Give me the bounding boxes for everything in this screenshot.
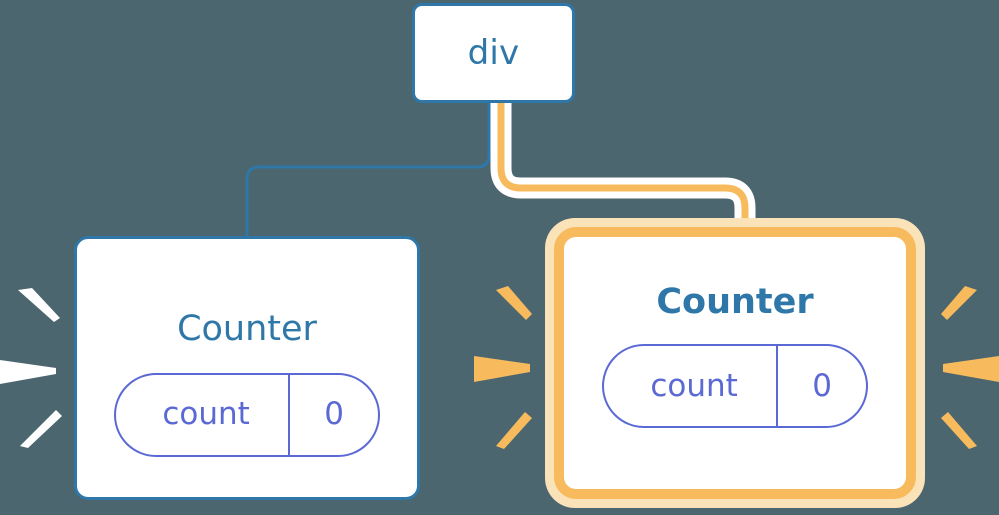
edge-div-to-counter-left [245, 103, 491, 236]
state-pill-counter-left: count 0 [114, 372, 380, 457]
burst-ray-right-box-left-top [494, 286, 534, 324]
edge-div-to-counter-right [497, 103, 749, 232]
state-key-count: count [604, 346, 779, 426]
burst-ray-right-box-right-top [939, 286, 979, 324]
burst-ray-left-bottom [18, 410, 64, 450]
node-div-label: div [467, 33, 520, 73]
state-key-count: count [116, 374, 291, 455]
state-value-count: 0 [324, 396, 344, 432]
edge-div-to-counter-right-halo [490, 103, 756, 232]
node-counter-left[interactable]: Counter count 0 [74, 236, 420, 500]
burst-ray-left-top [16, 288, 62, 328]
burst-ray-right-box-right-bottom [939, 412, 979, 450]
node-counter-right[interactable]: Counter count 0 [545, 218, 925, 508]
state-value-count: 0 [812, 367, 832, 404]
burst-ray-left-middle [0, 356, 58, 388]
burst-ray-right-box-left-bottom [494, 412, 534, 450]
burst-ray-right-box-right-middle [941, 352, 999, 386]
node-counter-right-label: Counter [656, 282, 814, 322]
node-div[interactable]: div [412, 3, 575, 103]
state-pill-counter-right: count 0 [602, 344, 868, 428]
burst-ray-right-box-left-middle [474, 352, 532, 386]
highlight-ring: Counter count 0 [554, 227, 916, 499]
node-counter-left-label: Counter [177, 308, 317, 349]
